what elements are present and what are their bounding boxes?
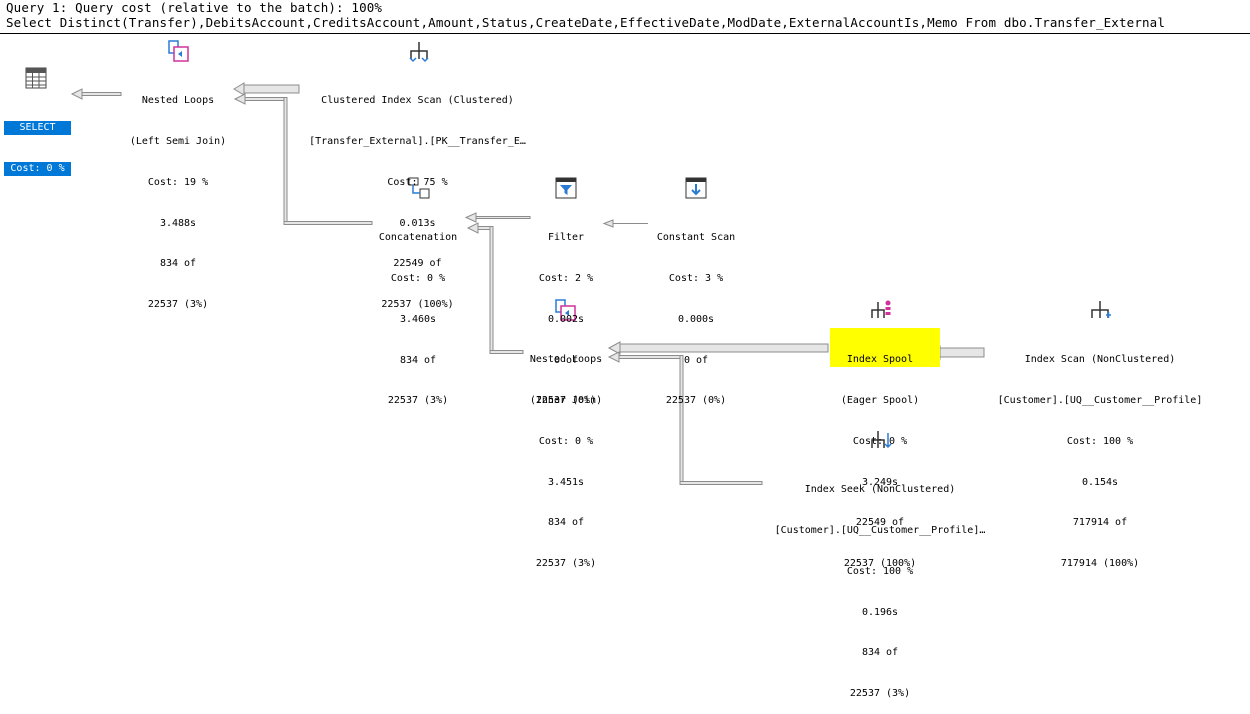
arrow-index-seek-to-nested-loops xyxy=(607,351,763,485)
filter-icon[interactable] xyxy=(554,176,578,200)
index-spool-icon[interactable] xyxy=(869,298,893,322)
operator-estimate: 717914 (100%) xyxy=(1060,558,1140,570)
operator-label: Concatenation xyxy=(378,232,458,244)
operator-cost: Cost: 2 % xyxy=(538,272,594,284)
operator-time: 0.154s xyxy=(1081,476,1119,488)
operator-cost: Cost: 0 % xyxy=(4,161,71,176)
operator-subtitle: (Left Semi Join) xyxy=(129,135,227,147)
operator-label: Filter xyxy=(547,232,585,244)
operator-subtitle: (Inner Join) xyxy=(529,394,603,406)
operator-label: Nested Loops xyxy=(141,95,215,107)
operator-time: 0.196s xyxy=(861,606,899,618)
clustered-index-scan-icon[interactable] xyxy=(407,39,431,63)
operator-subtitle: [Customer].[UQ__Customer__Profile] xyxy=(997,394,1203,406)
query-text: Select Distinct(Transfer),DebitsAccount,… xyxy=(6,15,1166,30)
operator-rows: 717914 of xyxy=(1072,517,1128,529)
arrow-clustered-scan-to-nested-loops xyxy=(233,82,300,96)
operator-rows: 0 of xyxy=(553,354,579,366)
operator-time: 3.460s xyxy=(399,313,437,325)
operator-estimate: 22537 (3%) xyxy=(147,299,209,311)
operator-subtitle: (Eager Spool) xyxy=(840,394,920,406)
operator-estimate: 22537 (0%) xyxy=(535,395,597,407)
operator-label: SELECT xyxy=(4,121,71,135)
operator-rows: 22549 of xyxy=(393,258,442,270)
nested-loops-icon[interactable] xyxy=(167,39,191,63)
operator-label: Index Seek (NonClustered) xyxy=(804,484,956,496)
constant-scan-icon[interactable] xyxy=(684,176,708,200)
operator-cost: Cost: 19 % xyxy=(147,176,209,188)
operator-cost: Cost: 0 % xyxy=(390,272,446,284)
filter[interactable]: Filter Cost: 2 % 0.002s 0 of 22537 (0%) xyxy=(516,204,616,422)
operator-label: Clustered Index Scan (Clustered) xyxy=(321,95,514,107)
operator-subtitle: [Customer].[UQ__Customer__Profile]… xyxy=(774,524,986,536)
index-seek-nonclustered[interactable]: Index Seek (NonClustered) [Customer].[UQ… xyxy=(755,456,1005,714)
operator-time: 3.249s xyxy=(861,476,899,488)
operator-time: 0.000s xyxy=(677,313,715,325)
operator-rows: 834 of xyxy=(547,517,585,529)
operator-rows: 834 of xyxy=(861,647,899,659)
operator-label: Index Spool xyxy=(846,354,914,366)
operator-cost: Cost: 3 % xyxy=(668,272,724,284)
operator-label: Index Scan (NonClustered) xyxy=(1024,354,1176,366)
operator-time: 3.451s xyxy=(547,476,585,488)
query-cost-header: Query 1: Query cost (relative to the bat… xyxy=(6,0,383,15)
arrow-nested-loops-to-select xyxy=(70,88,122,100)
operator-cost: Cost: 100 % xyxy=(1066,435,1134,447)
nested-loops-icon[interactable] xyxy=(554,298,578,322)
operator-estimate: 22537 (3%) xyxy=(849,688,911,700)
operator-estimate: 22537 (3%) xyxy=(535,558,597,570)
index-scan-nonclustered[interactable]: Index Scan (NonClustered) [Customer].[UQ… xyxy=(980,326,1220,584)
operator-rows: 0 of xyxy=(683,354,709,366)
operator-estimate: 22537 (0%) xyxy=(665,395,727,407)
operator-rows: 22549 of xyxy=(855,517,905,529)
operator-label: Constant Scan xyxy=(656,232,736,244)
operator-subtitle: [Transfer_External].[PK__Transfer_E… xyxy=(309,135,526,147)
operator-cost: Cost: 0 % xyxy=(538,435,594,447)
select-operator[interactable]: SELECT Cost: 0 % xyxy=(4,94,71,189)
arrow-nested-loops-inner-to-concatenation xyxy=(466,222,524,354)
operator-cost: Cost: 100 % xyxy=(846,565,914,577)
table-icon[interactable] xyxy=(24,66,48,90)
constant-scan[interactable]: Constant Scan Cost: 3 % 0.000s 0 of 2253… xyxy=(640,204,752,422)
index-spool-highlight xyxy=(830,328,940,367)
plan-arrows xyxy=(70,82,985,485)
header-separator xyxy=(0,33,1250,34)
arrow-concatenation-to-nested-loops xyxy=(233,93,373,225)
operator-estimate: 22537 (100%) xyxy=(381,299,454,311)
operator-time: 0.013s xyxy=(399,217,436,229)
operator-rows: 834 of xyxy=(399,354,437,366)
nested-loops-left-semi-join[interactable]: Nested Loops (Left Semi Join) Cost: 19 %… xyxy=(98,67,258,325)
concatenation[interactable]: Concatenation Cost: 0 % 3.460s 834 of 22… xyxy=(358,204,478,422)
operator-label: Nested Loops xyxy=(529,354,603,366)
operator-time: 0.002s xyxy=(547,313,585,325)
operator-cost: Cost: 75 % xyxy=(387,176,448,188)
operator-time: 3.488s xyxy=(159,217,197,229)
arrow-filter-to-concatenation xyxy=(464,212,531,223)
nested-loops-inner-join[interactable]: Nested Loops (Inner Join) Cost: 0 % 3.45… xyxy=(506,326,626,584)
arrow-index-spool-to-nested-loops xyxy=(607,341,829,355)
concatenation-icon[interactable] xyxy=(407,176,431,200)
arrow-constant-scan-to-filter xyxy=(602,219,648,228)
operator-rows: 834 of xyxy=(159,258,197,270)
operator-cost: Cost: 0 % xyxy=(852,435,908,447)
index-seek-icon[interactable] xyxy=(869,428,893,452)
index-scan-icon[interactable] xyxy=(1089,298,1113,322)
clustered-index-scan[interactable]: Clustered Index Scan (Clustered) [Transf… xyxy=(290,67,545,325)
operator-estimate: 22537 (3%) xyxy=(387,395,449,407)
